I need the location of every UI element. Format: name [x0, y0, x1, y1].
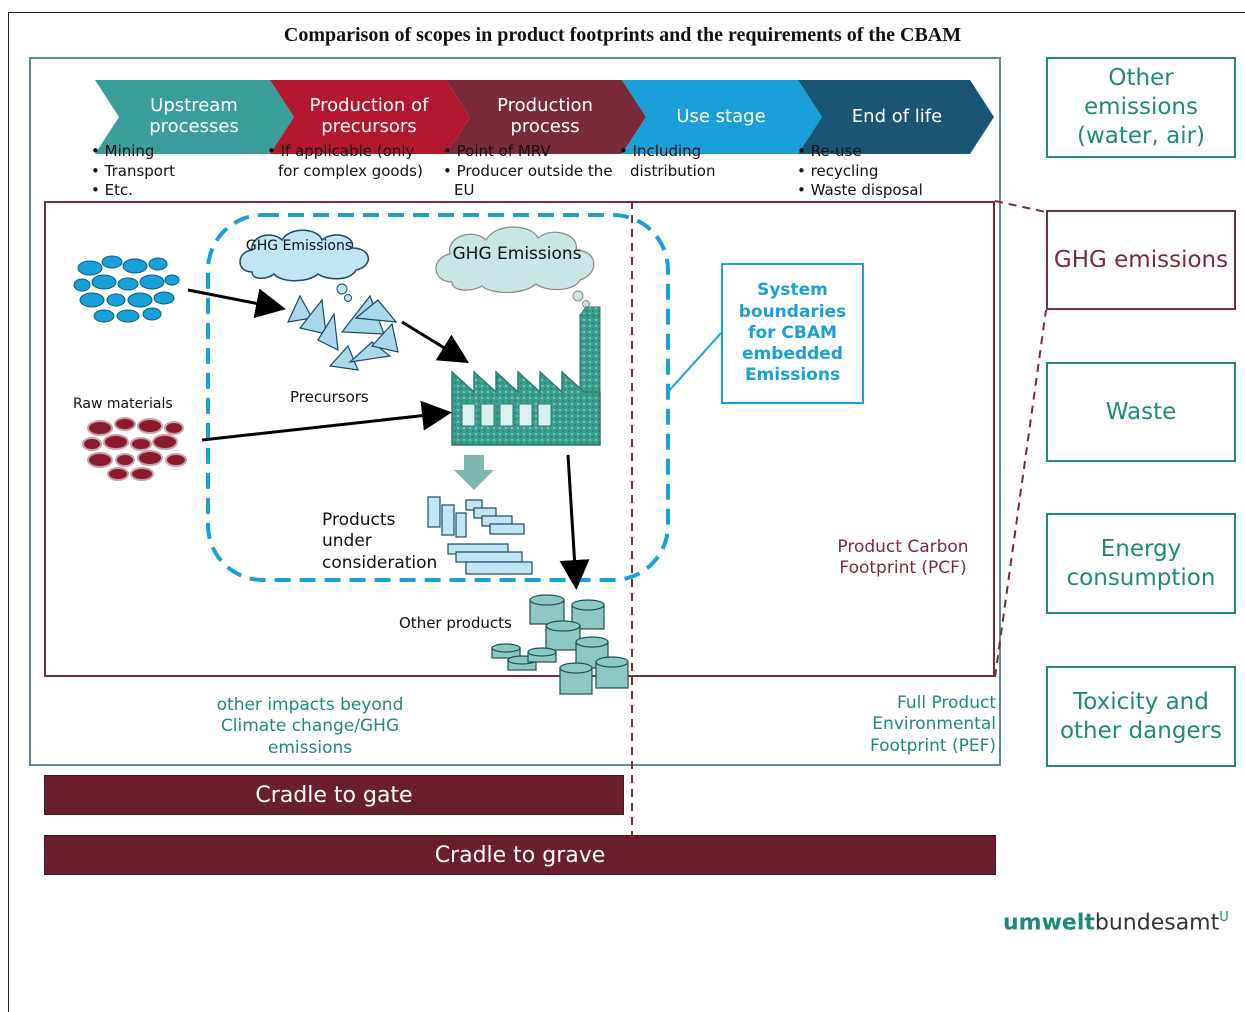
ghg-cloud-large	[435, 226, 595, 308]
upstream-bullets: Mining Transport Etc.	[91, 142, 251, 201]
page-title: Comparison of scopes in product footprin…	[283, 24, 962, 46]
other-products-label: Other products	[399, 614, 512, 632]
logo-bold-text: umwelt	[1003, 910, 1095, 936]
bullet-item: Etc.	[91, 181, 251, 201]
factory-illustration	[451, 306, 601, 446]
use-bullets: Including distribution	[619, 142, 749, 181]
side-box-other-emissions: Other emissions (water, air)	[1046, 57, 1236, 158]
pef-boundary-box	[29, 57, 1001, 766]
page-frame	[8, 12, 1245, 1012]
bullet-item: If applicable (only for complex goods)	[267, 142, 437, 181]
other-product-cylinders	[491, 594, 629, 695]
precursors-label: Precursors	[290, 388, 369, 406]
red-raw-material-pebbles	[82, 417, 187, 481]
pcf-label: Product Carbon Footprint (PCF)	[837, 537, 969, 579]
raw-materials-label: Raw materials	[73, 396, 173, 412]
side-box-label: Waste	[1105, 398, 1177, 425]
stage-arrow-precursors	[270, 80, 470, 154]
side-box-energy: Energy consumption	[1046, 513, 1236, 614]
other-impacts-label: other impacts beyond Climate change/GHG …	[216, 695, 404, 758]
ghg-connector-top	[994, 200, 1047, 213]
pcf-boundary-box	[44, 201, 995, 677]
ghg-cloud-small	[239, 229, 369, 302]
side-box-label: Other emissions (water, air)	[1076, 65, 1206, 149]
stage-arrow-production	[446, 80, 646, 154]
bullet-item: Point of MRV	[443, 142, 613, 162]
cradle-to-grave-bar: Cradle to grave	[44, 835, 996, 875]
bullet-item: Including distribution	[619, 142, 749, 181]
ghg-connector-bottom	[994, 309, 1047, 678]
side-box-label: Toxicity and other dangers	[1059, 688, 1223, 744]
eol-bullets: Re-use recycling Waste disposal	[797, 142, 977, 201]
stage-label-production: Production process	[497, 95, 593, 137]
stage-arrow-use	[622, 80, 822, 154]
bullet-item: Mining	[91, 142, 251, 162]
stage-label-upstream: Upstream processes	[149, 95, 239, 137]
products-under-consideration-label: Products under consideration	[322, 510, 438, 573]
side-box-label: Energy consumption	[1066, 535, 1216, 591]
stage-label-precursors: Production of precursors	[309, 95, 429, 137]
cradle-to-gate-label: Cradle to gate	[255, 782, 413, 808]
arrow-raw-to-factory	[201, 400, 452, 442]
product-boxes	[427, 496, 533, 575]
stage-label-eol: End of life	[851, 105, 943, 127]
stage-arrow-eol	[798, 80, 994, 154]
product-down-arrow	[454, 455, 494, 490]
bullet-item: recycling	[797, 162, 977, 182]
arrow-blue-to-precursors	[187, 288, 286, 319]
bullet-item: Re-use	[797, 142, 977, 162]
side-box-toxicity: Toxicity and other dangers	[1046, 666, 1236, 767]
stage-arrows	[95, 80, 994, 154]
side-box-waste: Waste	[1046, 362, 1236, 462]
bullet-item: Waste disposal	[797, 181, 977, 201]
blue-raw-material-pebbles	[73, 255, 180, 323]
pef-label: Full Product Environmental Footprint (PE…	[869, 693, 996, 756]
arrow-precursors-to-factory	[401, 320, 470, 364]
cbam-boundary	[206, 213, 670, 582]
side-box-ghg-emissions: GHG emissions	[1046, 210, 1236, 310]
cradle-to-grave-label: Cradle to grave	[434, 842, 606, 868]
production-bullets: Point of MRV Producer outside the EU	[443, 142, 613, 201]
ghg-emissions-small-label: GHG Emissions	[245, 238, 353, 254]
arrow-factory-to-other	[559, 454, 590, 590]
cbam-system-boundaries-box: System boundaries for CBAM embedded Emis…	[721, 263, 864, 404]
bullet-item: Transport	[91, 162, 251, 182]
logo-rest-text: bundesamt	[1094, 910, 1220, 936]
cradle-to-gate-bar: Cradle to gate	[44, 775, 624, 815]
precursor-bullets: If applicable (only for complex goods)	[267, 142, 437, 181]
umweltbundesamt-logo: umweltbundesamtU	[1003, 910, 1229, 935]
cbam-box-label: System boundaries for CBAM embedded Emis…	[738, 280, 847, 386]
stage-label-use: Use stage	[676, 105, 766, 127]
logo-mark-icon: U	[1219, 910, 1229, 925]
ghg-emissions-large-label: GHG Emissions	[452, 244, 582, 264]
stage-arrow-upstream	[95, 80, 294, 154]
precursor-shards	[286, 294, 399, 371]
bullet-item: Producer outside the EU	[443, 162, 613, 201]
cbam-connector	[667, 332, 722, 393]
side-box-label: GHG emissions	[1053, 246, 1229, 273]
